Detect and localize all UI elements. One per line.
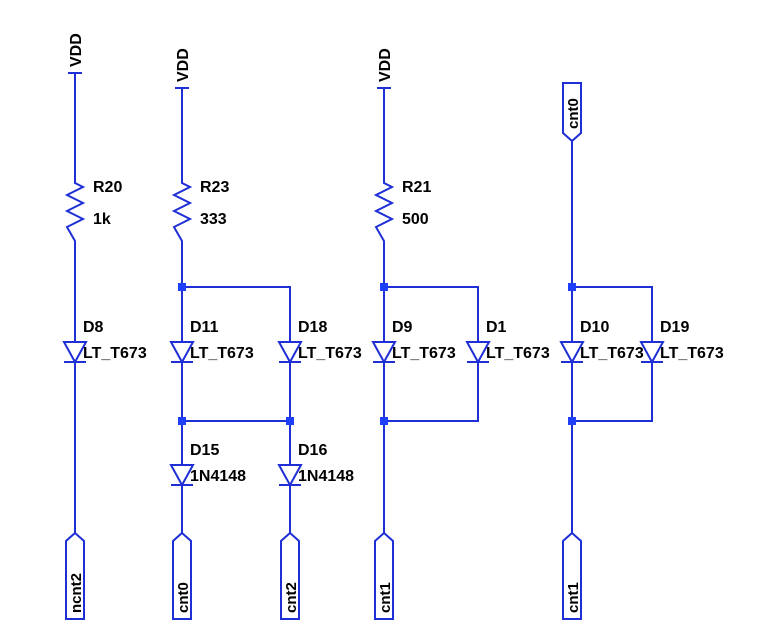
wires [64, 73, 653, 533]
diode-name: D1 [486, 319, 507, 336]
diode-model: LT_T673 [83, 345, 147, 362]
resistor-value: 333 [200, 211, 227, 228]
diode-body [169, 464, 195, 488]
port-label: cnt0 [565, 98, 582, 129]
port-flag [172, 531, 192, 620]
junction-dot [178, 283, 186, 291]
port-flag [374, 531, 394, 620]
resistor-body [373, 178, 395, 246]
diode-name: D16 [298, 442, 327, 459]
diode-model: LT_T673 [486, 345, 550, 362]
diode-name: D19 [660, 319, 689, 336]
wire [384, 286, 479, 341]
junction-dot [568, 417, 576, 425]
port-label: cnt2 [283, 582, 300, 613]
diode-model: LT_T673 [298, 345, 362, 362]
resistor-body [171, 178, 193, 246]
diode-name: D18 [298, 319, 327, 336]
port-flag [65, 531, 85, 620]
wire [572, 286, 653, 341]
junction-dot [380, 283, 388, 291]
wire [384, 363, 479, 422]
junction-dot [286, 417, 294, 425]
diode-body [559, 341, 585, 365]
diode-name: D11 [190, 319, 219, 336]
diode-model: LT_T673 [660, 345, 724, 362]
wire [182, 286, 291, 341]
port-label: ncnt2 [68, 573, 85, 613]
diode-model: LT_T673 [392, 345, 456, 362]
wire [572, 363, 653, 422]
resistor-name: R20 [93, 179, 122, 196]
resistor-name: R23 [200, 179, 229, 196]
port-label: cnt1 [377, 582, 394, 613]
junction-dot [568, 283, 576, 291]
port-flag [562, 82, 582, 143]
vdd-label: VDD [175, 48, 192, 82]
diode-model: LT_T673 [190, 345, 254, 362]
vdd-label: VDD [377, 48, 394, 82]
diode-model: 1N4148 [190, 468, 246, 485]
port-label: cnt0 [175, 582, 192, 613]
port-label: cnt1 [565, 582, 582, 613]
diode-model: 1N4148 [298, 468, 354, 485]
diode-name: D8 [83, 319, 104, 336]
junction-dot [380, 417, 388, 425]
diode-name: D10 [580, 319, 609, 336]
diode-name: D9 [392, 319, 413, 336]
port-flag [280, 531, 300, 620]
components [62, 72, 665, 620]
diode-body [169, 341, 195, 365]
diode-model: LT_T673 [580, 345, 644, 362]
resistor-value: 1k [93, 211, 111, 228]
vdd-label: VDD [68, 33, 85, 67]
resistor-name: R21 [402, 179, 431, 196]
resistor-value: 500 [402, 211, 429, 228]
resistor-body [64, 178, 86, 246]
junction-dot [178, 417, 186, 425]
diode-body [371, 341, 397, 365]
port-flag [562, 531, 582, 620]
diode-body [639, 341, 665, 365]
diode-body [465, 341, 491, 365]
diode-body [62, 341, 88, 365]
diode-body [277, 341, 303, 365]
diode-name: D15 [190, 442, 219, 459]
diode-body [277, 464, 303, 488]
